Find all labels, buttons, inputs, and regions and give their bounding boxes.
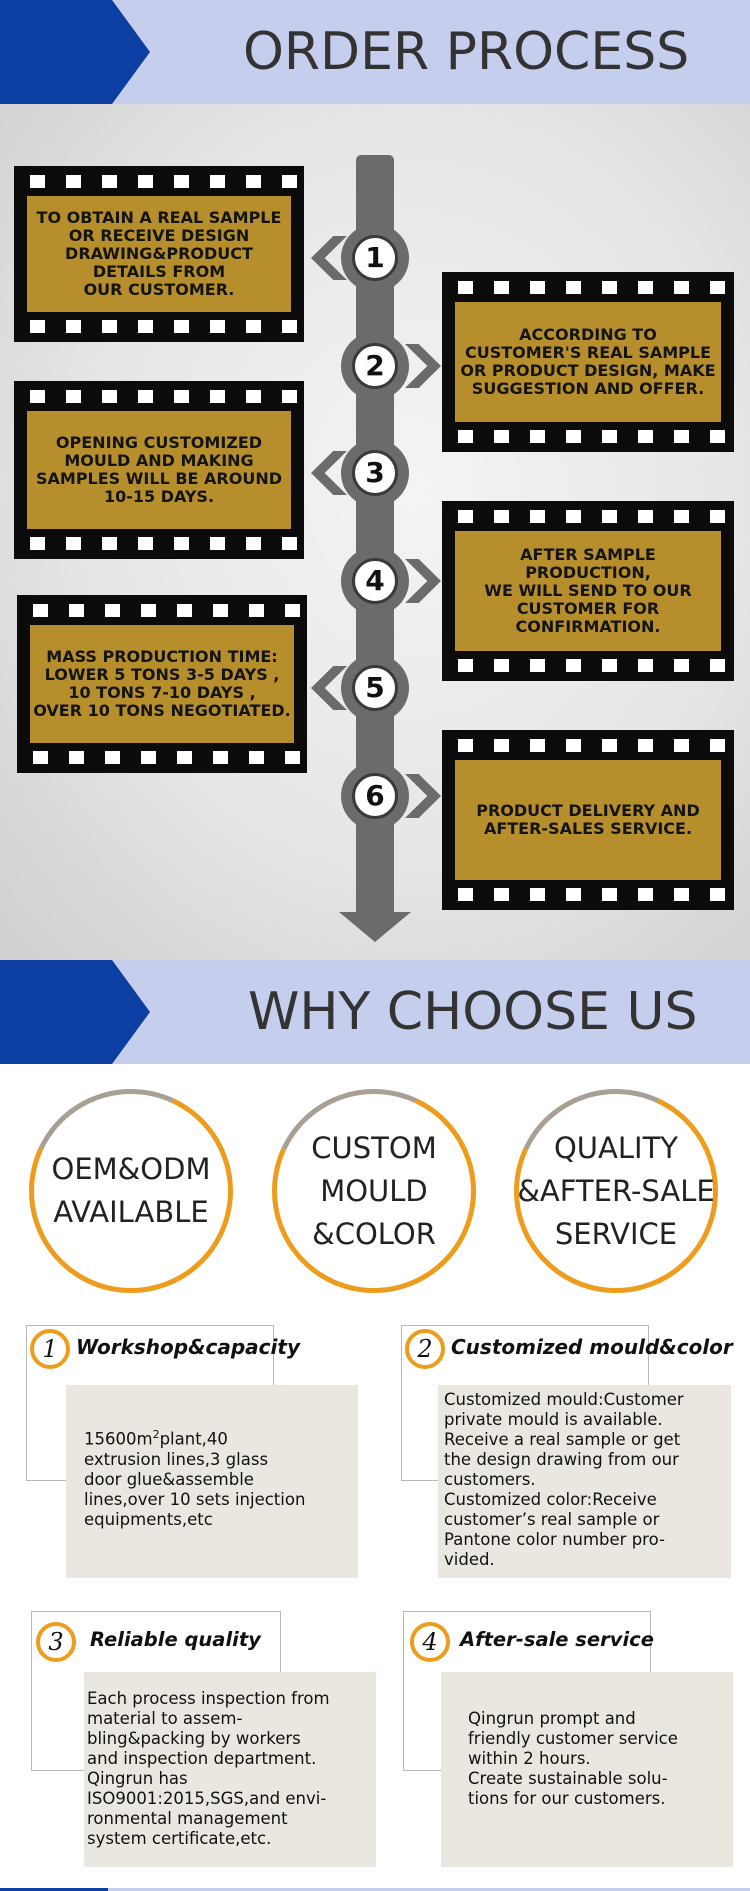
step-3-number: 3 xyxy=(352,450,398,496)
feature-2-box: Customized mould:Customer private mould … xyxy=(438,1385,731,1578)
quality-service-label: QUALITY &AFTER-SALE SERVICE xyxy=(517,1130,715,1251)
oem-odm-label-wrap: OEM&ODM AVAILABLE xyxy=(29,1089,233,1293)
feature-4-text: Qingrun prompt and friendly customer ser… xyxy=(468,1709,678,1808)
feature-3-text: Each process inspection from material to… xyxy=(87,1689,330,1848)
step-6-node: 6 xyxy=(341,762,409,830)
step-6-text: PRODUCT DELIVERY AND AFTER-SALES SERVICE… xyxy=(476,801,700,838)
feature-1-box: 15600m2plant,40 extrusion lines,3 glass … xyxy=(66,1385,358,1578)
step-1-text: TO OBTAIN A REAL SAMPLE OR RECEIVE DESIG… xyxy=(36,208,282,299)
step-3-text: OPENING CUSTOMIZED MOULD AND MAKING SAMP… xyxy=(36,433,282,506)
step-5-text: MASS PRODUCTION TIME: LOWER 5 TONS 3-5 D… xyxy=(33,647,291,720)
custom-mould-label-wrap: CUSTOM MOULD &COLOR xyxy=(272,1089,476,1293)
order-process-title: ORDER PROCESS xyxy=(243,22,690,82)
feature-3-badge: 3 xyxy=(36,1622,76,1662)
order-process-banner: ORDER PROCESS xyxy=(0,0,750,104)
step-4-text: AFTER SAMPLE PRODUCTION, WE WILL SEND TO… xyxy=(484,545,692,636)
step-1-number: 1 xyxy=(352,235,398,281)
step-4-number: 4 xyxy=(352,558,398,604)
feature-2-badge: 2 xyxy=(405,1329,445,1369)
step-2-number: 2 xyxy=(352,343,398,389)
feature-2-title: Customized mould&color xyxy=(451,1335,733,1359)
step-5-number: 5 xyxy=(352,665,398,711)
step-5-node: 5 xyxy=(341,654,409,722)
bottom-banner-edge xyxy=(0,1888,750,1891)
feature-4-box: Qingrun prompt and friendly customer ser… xyxy=(441,1672,733,1867)
feature-4-title: After-sale service xyxy=(460,1628,654,1651)
step-2-node: 2 xyxy=(341,332,409,400)
why-choose-us-title: WHY CHOOSE US xyxy=(248,982,698,1042)
feature-2-text: Customized mould:Customer private mould … xyxy=(444,1390,684,1569)
step-3-card: OPENING CUSTOMIZED MOULD AND MAKING SAMP… xyxy=(14,381,304,559)
step-5-card: MASS PRODUCTION TIME: LOWER 5 TONS 3-5 D… xyxy=(17,595,307,773)
quality-service-label-wrap: QUALITY &AFTER-SALE SERVICE xyxy=(514,1089,718,1293)
step-6-card: PRODUCT DELIVERY AND AFTER-SALES SERVICE… xyxy=(442,730,734,910)
step-2-text: ACCORDING TO CUSTOMER'S REAL SAMPLE OR P… xyxy=(460,325,716,398)
feature-3-box: Each process inspection from material to… xyxy=(84,1672,376,1867)
feature-3-title: Reliable quality xyxy=(90,1628,261,1651)
step-1-node: 1 xyxy=(341,224,409,292)
feature-1-text: 15600m2plant,40 extrusion lines,3 glass … xyxy=(84,1428,306,1529)
step-4-card: AFTER SAMPLE PRODUCTION, WE WILL SEND TO… xyxy=(442,501,734,681)
step-2-card: ACCORDING TO CUSTOMER'S REAL SAMPLE OR P… xyxy=(442,272,734,452)
step-3-node: 3 xyxy=(341,439,409,507)
custom-mould-label: CUSTOM MOULD &COLOR xyxy=(311,1130,437,1251)
step-6-number: 6 xyxy=(352,773,398,819)
step-4-node: 4 xyxy=(341,547,409,615)
oem-odm-label: OEM&ODM AVAILABLE xyxy=(51,1152,211,1229)
feature-1-title: Workshop&capacity xyxy=(76,1335,300,1359)
banner-arrow-shape xyxy=(0,960,150,1064)
feature-4-badge: 4 xyxy=(410,1622,450,1662)
banner-arrow-shape xyxy=(0,0,150,104)
step-1-card: TO OBTAIN A REAL SAMPLE OR RECEIVE DESIG… xyxy=(14,166,304,342)
feature-1-badge: 1 xyxy=(30,1329,70,1369)
why-choose-us-banner: WHY CHOOSE US xyxy=(0,960,750,1064)
